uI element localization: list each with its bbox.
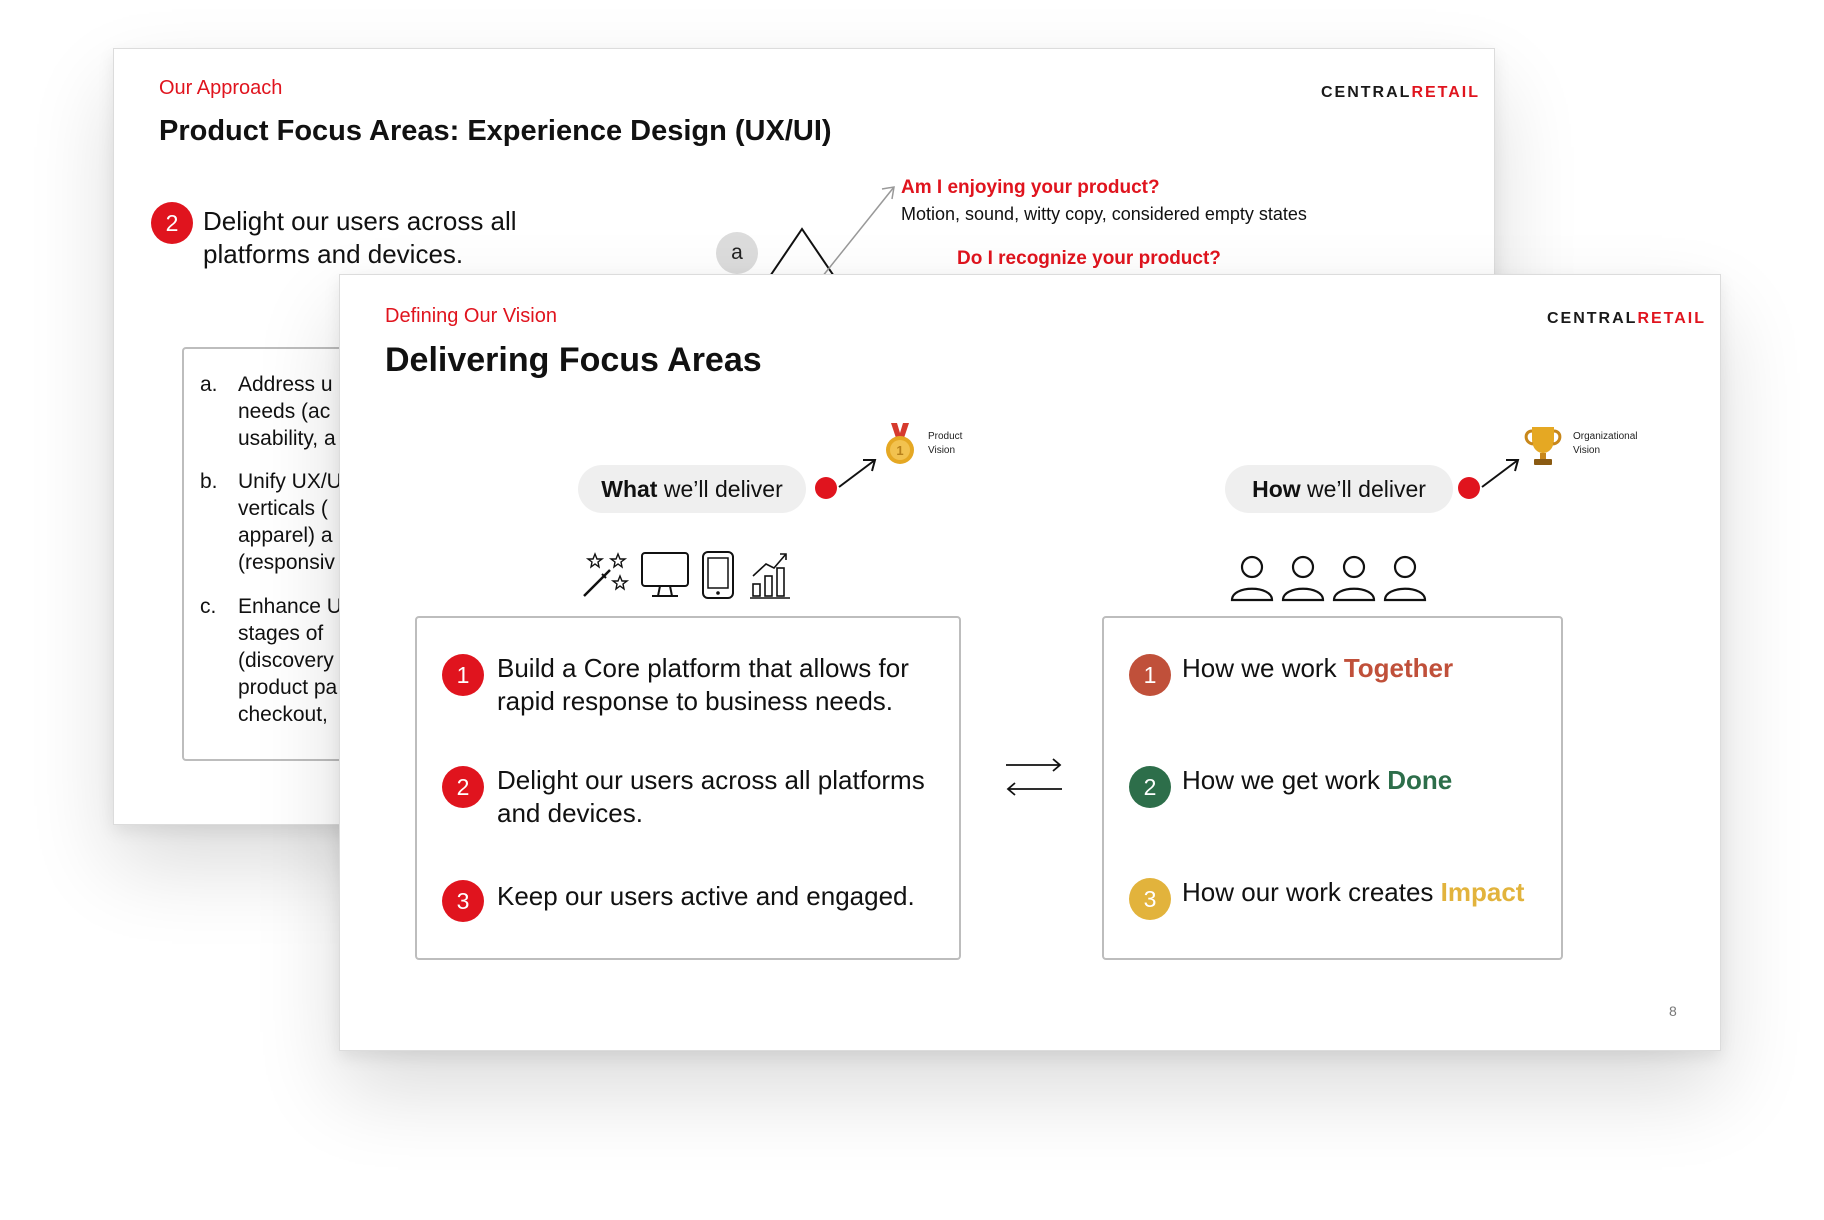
how-deliver-box: 1 How we work Together 2 How we get work… (1102, 616, 1563, 960)
how-item-3: How our work creates Impact (1182, 876, 1524, 909)
what-item-3: Keep our users active and engaged. (497, 880, 915, 913)
how-deliver-rest: we’ll deliver (1300, 476, 1426, 502)
list-line: (responsiv (238, 551, 335, 574)
what-deliver-dot (815, 477, 837, 499)
organizational-vision-label: Organizational Vision (1573, 430, 1637, 458)
section-label: Defining Our Vision (385, 305, 557, 327)
list-line: apparel) a (238, 524, 333, 547)
list-line: Enhance U (238, 595, 342, 618)
badge-line: Product (928, 431, 963, 442)
what-deliver-box: 1 Build a Core platform that allows for … (415, 616, 961, 960)
focus-text: Delight our users across all platforms a… (203, 205, 517, 271)
badge-line: Vision (928, 445, 956, 456)
list-line: (discovery (238, 649, 334, 672)
brand-logo-red: RETAIL (1411, 84, 1481, 101)
how-item-2: How we get work Done (1182, 764, 1452, 797)
focus-number-badge: 2 (151, 202, 193, 244)
list-line: needs (ac (238, 400, 331, 423)
people-group-icon (1230, 555, 1427, 602)
section-label: Our Approach (159, 77, 283, 99)
question-recognize: Do I recognize your product? (957, 248, 1221, 269)
arrow-up-right-icon (838, 459, 877, 488)
item-number-badge: 3 (1129, 878, 1171, 920)
list-line: verticals ( (238, 497, 328, 520)
product-vision-label: Product Vision (928, 430, 962, 458)
slide-title: Product Focus Areas: Experience Design (… (159, 115, 832, 147)
item-line: Delight our users across all platforms (497, 765, 925, 795)
item-line: and devices. (497, 798, 643, 828)
question-enjoying-detail: Motion, sound, witty copy, considered em… (901, 204, 1307, 224)
how-item-prefix: How our work creates (1182, 877, 1441, 907)
how-deliver-bold: How (1252, 476, 1301, 502)
slide-title: Delivering Focus Areas (385, 341, 762, 379)
pyramid-label-a: a (716, 232, 758, 274)
item-line: rapid response to business needs. (497, 686, 894, 716)
brand-logo: CENTRALRETAIL (1321, 84, 1480, 102)
how-item-emphasis-together: Together (1343, 653, 1454, 683)
page-number: 8 (1669, 1003, 1677, 1019)
list-marker: a. (200, 373, 218, 396)
what-item-1: Build a Core platform that allows for ra… (497, 652, 909, 718)
item-number-badge: 3 (442, 880, 484, 922)
item-line: Build a Core platform that allows for (497, 653, 909, 683)
list-marker: c. (200, 595, 217, 618)
how-deliver-dot (1458, 477, 1480, 499)
item-number-badge: 2 (1129, 766, 1171, 808)
front-slide[interactable]: Defining Our Vision CENTRALRETAIL Delive… (339, 274, 1721, 1051)
how-item-emphasis-done: Done (1387, 765, 1453, 795)
magic-wand-icon (583, 552, 630, 597)
bar-chart-icon (750, 553, 790, 599)
question-enjoying: Am I enjoying your product? (901, 177, 1160, 198)
what-deliver-pill: What we’ll deliver (578, 465, 806, 513)
list-line: product pa (238, 676, 338, 699)
focus-text-line: Delight our users across all (203, 206, 517, 236)
badge-line: Organizational (1573, 431, 1638, 442)
what-item-2: Delight our users across all platforms a… (497, 764, 925, 830)
svg-text:1: 1 (896, 443, 903, 458)
list-line: Unify UX/U (238, 470, 342, 493)
trophy-icon (1524, 427, 1562, 465)
medal-icon: 1 (886, 423, 914, 464)
item-number-badge: 1 (1129, 654, 1171, 696)
list-marker: b. (200, 470, 218, 493)
how-deliver-pill: How we’ll deliver (1225, 465, 1453, 513)
list-line: Address u (238, 373, 333, 396)
list-line: usability, a (238, 427, 336, 450)
tablet-icon (702, 551, 734, 599)
focus-text-line: platforms and devices. (203, 239, 464, 269)
how-item-prefix: How we get work (1182, 765, 1388, 795)
what-deliver-bold: What (601, 476, 658, 502)
brand-logo: CENTRALRETAIL (1547, 310, 1706, 328)
badge-line: Vision (1573, 445, 1601, 456)
exchange-arrows-icon (1006, 758, 1062, 796)
how-item-emphasis-impact: Impact (1440, 877, 1525, 907)
list-line: checkout, (238, 703, 328, 726)
arrow-up-right-icon (1481, 459, 1520, 488)
list-line: stages of (238, 622, 324, 645)
what-deliver-rest: we’ll deliver (657, 476, 783, 502)
how-item-1: How we work Together (1182, 652, 1453, 685)
brand-logo-dark: CENTRAL (1321, 84, 1412, 101)
item-line: Keep our users active and engaged. (497, 881, 915, 911)
brand-logo-red: RETAIL (1637, 310, 1707, 327)
how-item-prefix: How we work (1182, 653, 1344, 683)
monitor-icon (641, 552, 689, 597)
item-number-badge: 1 (442, 654, 484, 696)
item-number-badge: 2 (442, 766, 484, 808)
brand-logo-dark: CENTRAL (1547, 310, 1638, 327)
